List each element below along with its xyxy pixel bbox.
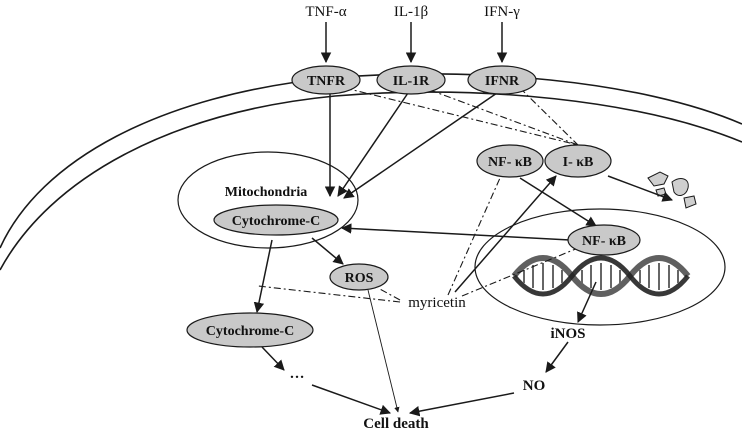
arrow-cytc-to-released-cytc (253, 239, 273, 314)
dashdot-myricetin-to-nfkb-nucleus (461, 247, 579, 297)
nfkb-nuclear-label: NF- κB (582, 234, 626, 249)
cell-death-label: Cell death (363, 416, 429, 432)
receptor-tnfr: TNFR (291, 65, 361, 95)
receptor-ifnr: IFNR (467, 65, 537, 95)
ligand-tnf-alpha: TNF-α (305, 4, 346, 20)
no-label: NO (523, 378, 546, 394)
cytochrome-c-released: Cytochrome-C (186, 312, 314, 348)
arrow-nucleus-nfkb-to-cytc (340, 223, 571, 241)
inos-label: iNOS (550, 326, 585, 342)
arrow-ikb-to-degradation (607, 175, 673, 202)
receptor-tnfr-label: TNFR (307, 74, 346, 89)
receptor-il-1r-label: IL-1R (393, 74, 430, 89)
arrow-ros-to-celldeath (367, 289, 400, 413)
arrow-ellipsis-to-celldeath (311, 384, 391, 415)
nfkb-nuclear: NF- κB (567, 224, 641, 256)
cytochrome-c-mitochondrial: Cytochrome-C (213, 204, 339, 236)
arrow-no-to-celldeath (408, 392, 515, 417)
nfkb-cytoplasmic-label: NF- κB (488, 155, 532, 170)
dashdot-myricetin-to-cytc (257, 285, 401, 303)
arrow-myricetin-to-ikb (454, 175, 557, 293)
dashdot-tnfr-to-ikb (344, 87, 579, 146)
dashdot-myricetin-to-nfkb-cyto (447, 177, 501, 296)
ellipsis-label: … (290, 366, 305, 382)
ligand-il-1beta: IL-1β (394, 4, 428, 20)
ros-node: ROS (329, 263, 389, 291)
degraded-ikb-fragments-icon (647, 171, 697, 209)
cytochrome-c-mitochondrial-label: Cytochrome-C (232, 214, 320, 229)
receptor-ifnr-label: IFNR (485, 74, 520, 89)
arrow-released-cytc-to-ellipsis (261, 346, 285, 371)
arrow-dna-to-inos (577, 281, 597, 323)
cytochrome-c-released-label: Cytochrome-C (206, 324, 294, 339)
mitochondria-label: Mitochondria (225, 185, 307, 200)
nfkb-cytoplasmic: NF- κB (476, 144, 544, 178)
ikb-label: I- κB (563, 155, 594, 170)
dna-helix-icon (511, 255, 691, 297)
myricetin-label: myricetin (408, 295, 466, 311)
arrow-cytc-to-ros (311, 237, 344, 265)
arrow-il1r-to-cytc (337, 92, 409, 197)
cell-membrane-inner (0, 91, 742, 271)
dashdot-myricetin-to-ros (377, 287, 401, 301)
dashdot-ifnr-to-ikb (519, 87, 579, 146)
ligand-ifn-gamma: IFN-γ (484, 4, 520, 20)
arrow-inos-to-no (545, 341, 569, 373)
ikb: I- κB (544, 144, 612, 178)
dashdot-il1r-to-ikb (429, 89, 579, 146)
ros-label: ROS (345, 271, 374, 286)
receptor-il-1r: IL-1R (376, 65, 446, 95)
arrow-ifnr-to-cytc (343, 92, 498, 199)
arrow-nfkb-to-nucleus (519, 177, 597, 227)
